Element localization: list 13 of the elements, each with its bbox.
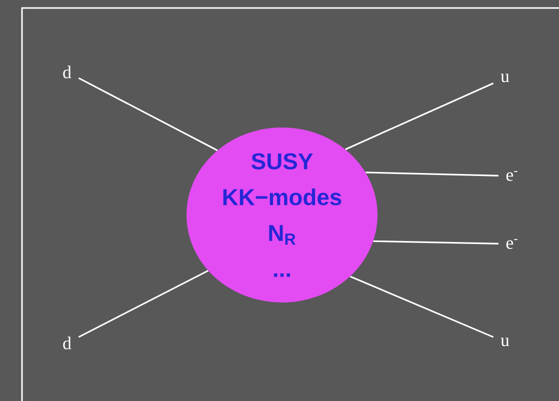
- particle-label: u: [500, 74, 510, 82]
- particle-blob: SUSY KK−modes N$_{R}$ ...: [186, 128, 378, 302]
- particle-label: d: [63, 336, 72, 350]
- line: [350, 276, 494, 338]
- particle-label: d: [63, 66, 72, 78]
- particle-label: e$^{-}$: [506, 239, 518, 249]
- line: [345, 82, 494, 150]
- line: [373, 240, 498, 245]
- line: [78, 270, 208, 338]
- particle-label: u: [500, 338, 510, 346]
- line: [78, 77, 218, 152]
- line: [366, 172, 498, 176]
- particle-label: e$^{-}$: [506, 171, 518, 181]
